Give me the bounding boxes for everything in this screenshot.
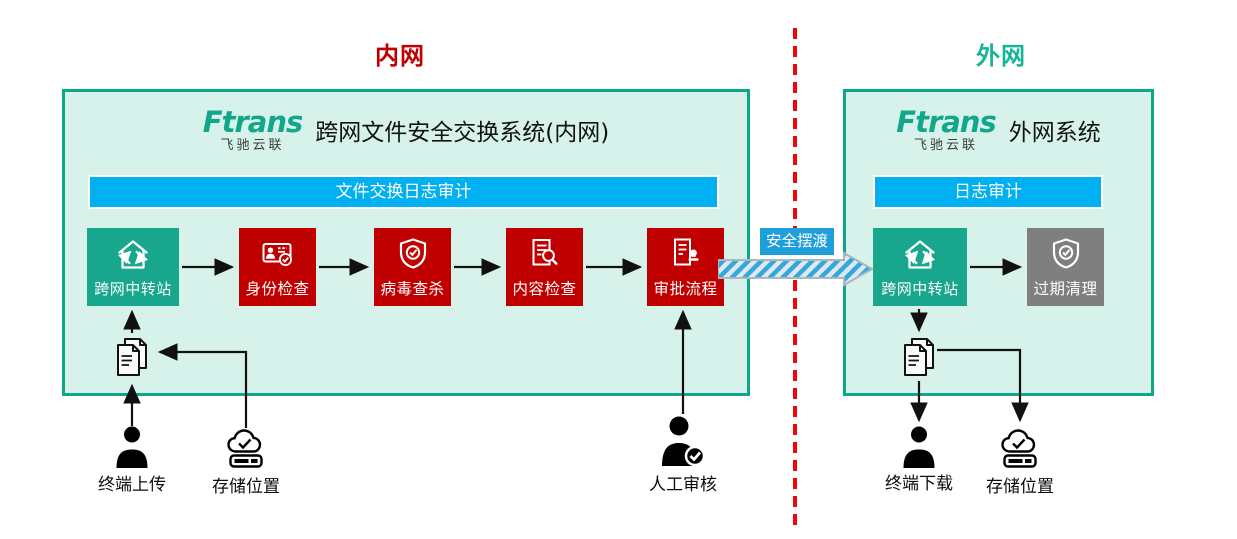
- storage-outer-label: 存储位置: [986, 477, 1054, 497]
- outer-zone-title: 外网: [976, 42, 1026, 70]
- ftrans-logo: Ftrans 飞驰云联: [896, 105, 996, 153]
- ftrans-logo-subtitle: 飞驰云联: [220, 138, 285, 153]
- home-sync-icon: [904, 240, 936, 269]
- cloud-storage-icon: [1001, 429, 1037, 468]
- node-content-check: 内容检查: [506, 228, 583, 306]
- person-icon: [903, 426, 935, 468]
- inner-panel-header: Ftrans 飞驰云联 跨网文件安全交换系统(内网): [65, 105, 747, 153]
- node-label: 身份检查: [245, 280, 310, 298]
- node-label: 内容检查: [512, 280, 577, 298]
- outer-panel-header: Ftrans 飞驰云联 外网系统: [846, 105, 1151, 153]
- secure-ferry-arrow: [718, 251, 874, 287]
- ftrans-logo-name: Ftrans: [202, 105, 303, 139]
- inner-zone-title: 内网: [375, 42, 425, 70]
- cloud-storage-icon: [227, 429, 263, 468]
- node-label: 审批流程: [653, 280, 718, 298]
- inner-system-title: 跨网文件安全交换系统(内网): [315, 120, 610, 146]
- node-identity-check: 身份检查: [239, 228, 316, 306]
- secure-ferry-label: 安全摆渡: [760, 228, 834, 255]
- person-icon: [116, 426, 148, 468]
- node-expiry-cleanup: 过期清理: [1027, 228, 1104, 306]
- doc-stamp-icon: [673, 238, 698, 266]
- node-approval-flow: 审批流程: [647, 228, 724, 306]
- node-label: 跨网中转站: [881, 280, 959, 298]
- outer-audit-bar: 日志审计: [873, 175, 1103, 209]
- manual-review-label: 人工审核: [649, 475, 717, 495]
- id-card-check-icon: [262, 243, 292, 266]
- documents-icon: [904, 338, 934, 376]
- node-label: 过期清理: [1033, 280, 1098, 298]
- outer-system-title: 外网系统: [1008, 120, 1101, 146]
- shield-check-icon: [399, 238, 426, 269]
- documents-icon: [117, 338, 147, 376]
- ftrans-logo: Ftrans 飞驰云联: [202, 105, 303, 153]
- upload-label: 终端上传: [98, 475, 166, 495]
- shield-check-icon: [1052, 238, 1079, 269]
- inner-audit-bar: 文件交换日志审计: [88, 175, 719, 209]
- ftrans-logo-name: Ftrans: [896, 105, 996, 139]
- node-transit-station-inner: 跨网中转站: [87, 228, 179, 306]
- doc-search-icon: [532, 239, 557, 266]
- storage-inner-label: 存储位置: [212, 477, 280, 497]
- node-virus-scan: 病毒查杀: [374, 228, 451, 306]
- download-label: 终端下载: [885, 474, 953, 494]
- home-sync-icon: [117, 240, 149, 269]
- node-transit-station-outer: 跨网中转站: [873, 228, 967, 306]
- node-label: 病毒查杀: [380, 280, 445, 298]
- node-label: 跨网中转站: [94, 280, 172, 298]
- person-check-icon: [662, 416, 706, 466]
- ftrans-logo-subtitle: 飞驰云联: [913, 138, 978, 153]
